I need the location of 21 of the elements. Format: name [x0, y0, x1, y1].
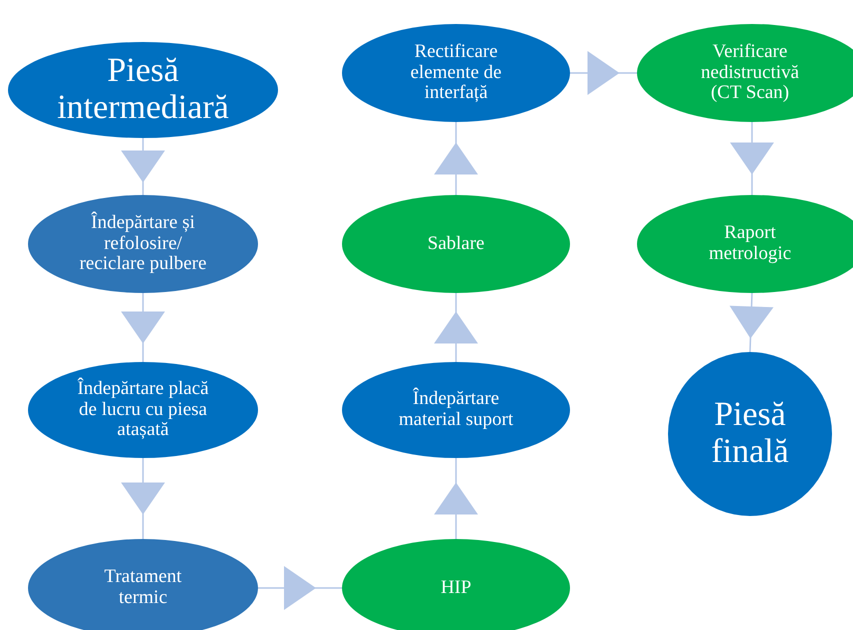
- step-label: Îndepărtare și refolosire/ reciclare pulbere: [78, 213, 208, 275]
- arrow: [434, 293, 478, 362]
- step-label: HIP: [440, 578, 472, 598]
- arrow: [730, 292, 774, 352]
- arrow: [258, 566, 342, 610]
- arrow: [730, 122, 774, 195]
- step-label: Îndepărtare material suport: [398, 389, 514, 431]
- arrow: [434, 458, 478, 539]
- step-label: Rectificare elemente de interfață: [409, 42, 503, 104]
- step-label: Piesă intermediară: [56, 53, 230, 127]
- arrow: [434, 122, 478, 195]
- step-label: Piesă finală: [710, 397, 790, 471]
- step-label: Sablare: [428, 234, 484, 254]
- step-label: Tratament termic: [103, 567, 183, 609]
- step-label: Verificare nedistructivă (CT Scan): [700, 42, 800, 104]
- arrow: [121, 458, 165, 539]
- step-label: Raport metrologic: [708, 223, 792, 265]
- step-label: Îndepărtare placă de lucru cu piesa atașată: [76, 379, 210, 441]
- arrow: [121, 293, 165, 362]
- arrow: [121, 138, 165, 195]
- arrow: [570, 51, 637, 95]
